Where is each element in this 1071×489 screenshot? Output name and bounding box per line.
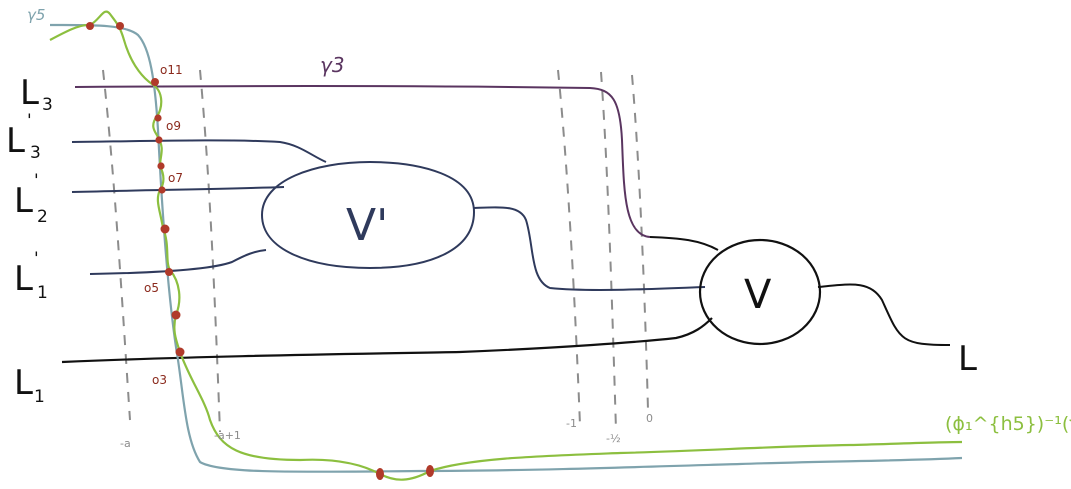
label-l: L <box>958 339 977 379</box>
label-o11: o11 <box>160 63 183 77</box>
tick-minus-a-plus-1: -a+1 <box>214 429 241 442</box>
tick-zero: 0 <box>646 412 653 425</box>
label-l1-sub: 1 <box>34 387 45 407</box>
dashed-guides <box>102 69 649 433</box>
label-l1-prime: L <box>14 259 33 299</box>
label-l2-prime: L <box>14 181 33 221</box>
curve-l2-prime <box>71 186 285 193</box>
label-v-prime: V' <box>346 200 388 251</box>
label-o3: o3 <box>152 373 167 387</box>
dot <box>165 268 173 276</box>
label-l1-prime-sub: 1 <box>37 283 48 303</box>
label-l3-prime-sub: 3 <box>30 143 41 163</box>
dot <box>426 465 434 477</box>
label-l3-sub: 3 <box>42 95 53 115</box>
label-o5: o5 <box>144 281 159 295</box>
guide-zero <box>631 74 649 411</box>
tick-minus-a: -a <box>120 437 131 450</box>
label-l1: L <box>14 363 33 403</box>
label-l1-prime-sup: ' <box>34 249 39 269</box>
curve-v-prime-out <box>473 206 706 291</box>
label-gamma3: γ3 <box>320 53 345 77</box>
label-l3-prime-sup: ' <box>27 111 32 131</box>
dot <box>157 162 165 170</box>
dot <box>175 347 185 357</box>
intersection-dots <box>86 22 434 480</box>
label-l2-prime-sup: ' <box>34 171 39 191</box>
tick-minus-half: -½ <box>606 432 621 445</box>
guide-minus-1 <box>557 69 581 426</box>
curve-green-phi <box>49 10 963 481</box>
curve-gamma5 <box>49 23 963 473</box>
guide-minus-a <box>102 69 131 421</box>
curve-v-in-top <box>649 236 719 251</box>
curve-v-out <box>817 283 951 346</box>
dot <box>155 136 163 144</box>
label-l3: L <box>20 73 39 113</box>
label-l3-prime: L <box>6 121 25 161</box>
tick-minus-1: -1 <box>566 417 577 430</box>
curve-l3 <box>74 85 651 238</box>
curve-l3-prime <box>71 139 327 163</box>
label-green-formula: (ϕ₁^{h5})⁻¹(γ5) <box>945 413 1071 435</box>
label-v: V <box>744 272 772 318</box>
dot <box>171 310 181 320</box>
blob-v-prime <box>260 160 476 270</box>
blob-v <box>698 238 822 346</box>
dot <box>158 186 166 194</box>
label-gamma5: γ5 <box>27 6 45 24</box>
guide-minus-a-plus-1 <box>199 69 221 433</box>
curve-l1 <box>61 317 713 364</box>
dot <box>86 22 94 30</box>
curve-l1-prime <box>89 249 267 275</box>
dot <box>151 78 159 86</box>
dot <box>154 114 162 122</box>
dot <box>376 468 384 480</box>
label-o7: o7 <box>168 171 183 185</box>
guide-minus-half <box>600 71 617 431</box>
label-o9: o9 <box>166 119 181 133</box>
dot <box>160 224 170 234</box>
dot <box>116 22 124 30</box>
label-l2-prime-sub: 2 <box>37 207 48 227</box>
